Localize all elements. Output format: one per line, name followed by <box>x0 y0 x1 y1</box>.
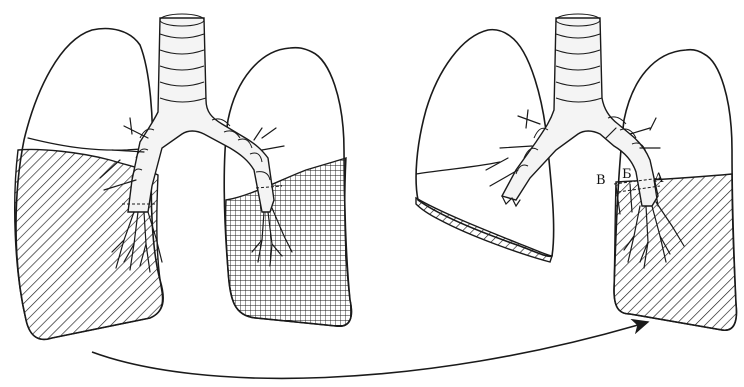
after-panel: B Б A <box>416 14 736 330</box>
cut-label-be: Б <box>622 167 632 182</box>
right-figure-left-lung <box>614 50 736 331</box>
remaining-lower-lobe-hatched <box>614 174 736 330</box>
transition-arrow <box>92 322 648 378</box>
before-panel <box>15 14 352 339</box>
cut-label-b-cyr: B <box>596 173 606 188</box>
left-figure-left-lung <box>224 48 351 327</box>
cut-label-a: A <box>653 171 664 186</box>
